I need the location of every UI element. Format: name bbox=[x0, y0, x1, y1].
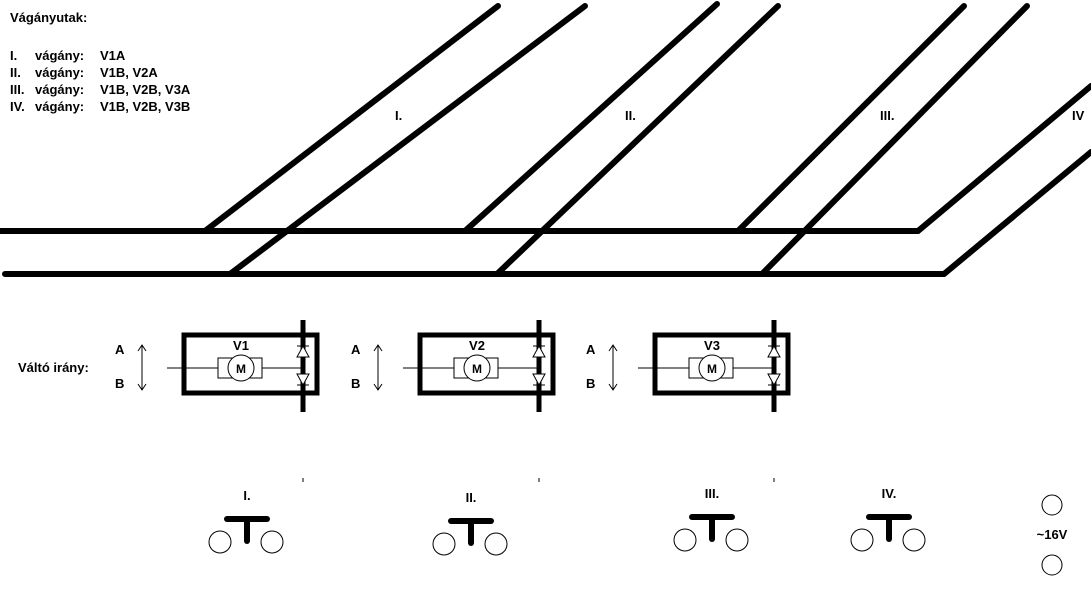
diode-icon bbox=[767, 344, 781, 387]
double-arrow-icon bbox=[373, 344, 383, 391]
legend-switches: V1B, V2B, V3B bbox=[100, 99, 190, 114]
switch-box bbox=[181, 332, 320, 396]
switch-name: V3 bbox=[704, 338, 720, 353]
track-iii-rail-1 bbox=[735, 3, 967, 234]
track-label-iv: IV bbox=[1072, 108, 1085, 123]
legend-word: vágány: bbox=[35, 82, 84, 97]
direction-b-label: B bbox=[351, 376, 360, 391]
legend-num: II. bbox=[10, 65, 21, 80]
legend-switches: V1A bbox=[100, 48, 126, 63]
switch-box bbox=[652, 332, 791, 396]
motor-label: M bbox=[472, 362, 482, 376]
double-arrow-icon bbox=[608, 344, 618, 391]
legend-num: III. bbox=[10, 82, 24, 97]
terminal-icon bbox=[1041, 494, 1063, 516]
motor-label: M bbox=[236, 362, 246, 376]
legend-num: I. bbox=[10, 48, 17, 63]
track-i-rail-1 bbox=[202, 3, 501, 234]
terminal-icon bbox=[725, 528, 749, 552]
terminal-icon bbox=[673, 528, 697, 552]
switch-name: V1 bbox=[233, 338, 249, 353]
track-label-ii: II. bbox=[625, 108, 636, 123]
diode-icon bbox=[296, 344, 310, 387]
button-label: II. bbox=[466, 490, 477, 505]
button-label: III. bbox=[705, 486, 719, 501]
terminal-icon bbox=[260, 530, 284, 554]
motor-icon: M bbox=[688, 354, 734, 382]
switch-name: V2 bbox=[469, 338, 485, 353]
motor-label: M bbox=[707, 362, 717, 376]
terminal-icon bbox=[484, 532, 508, 556]
legend-num: IV. bbox=[10, 99, 25, 114]
power-supply: ~16V bbox=[1037, 494, 1068, 576]
track-layout: I. II. III. IV bbox=[0, 1, 1091, 277]
direction-label: Váltó irány: bbox=[18, 360, 89, 375]
track-ii-rail-1 bbox=[462, 1, 720, 234]
main-track-upper bbox=[0, 83, 1091, 234]
button-label: IV. bbox=[882, 486, 897, 501]
push-button-iii[interactable]: III. bbox=[673, 486, 749, 552]
push-button-ii[interactable]: II. bbox=[432, 490, 508, 556]
push-button-i[interactable]: I. bbox=[208, 488, 284, 554]
track-i-rail-2 bbox=[227, 3, 588, 277]
direction-b-label: B bbox=[586, 376, 595, 391]
track-iii-rail-2 bbox=[759, 3, 1030, 277]
legend-word: vágány: bbox=[35, 99, 84, 114]
button-label: I. bbox=[243, 488, 250, 503]
diode-icon bbox=[532, 344, 546, 387]
terminal-icon bbox=[208, 530, 232, 554]
push-button-iv[interactable]: IV. bbox=[850, 486, 926, 552]
legend-title: Vágányutak: bbox=[10, 10, 87, 25]
legend-switches: V1B, V2A bbox=[100, 65, 158, 80]
power-label: ~16V bbox=[1037, 527, 1068, 542]
track-label-i: I. bbox=[395, 108, 402, 123]
direction-a-label: A bbox=[351, 342, 361, 357]
motor-icon: M bbox=[453, 354, 499, 382]
switch-box bbox=[417, 332, 556, 396]
double-arrow-icon bbox=[137, 344, 147, 391]
track-label-iii: III. bbox=[880, 108, 894, 123]
legend: Vágányutak: I. vágány: V1A II. vágány: V… bbox=[10, 10, 191, 114]
legend-word: vágány: bbox=[35, 65, 84, 80]
switch-v3: A B V3 M bbox=[586, 320, 791, 482]
switch-v2: A B V2 M bbox=[351, 320, 556, 482]
switch-v1: A B V1 M bbox=[115, 320, 320, 482]
main-track-lower bbox=[2, 149, 1091, 277]
motor-icon: M bbox=[217, 354, 263, 382]
terminal-icon bbox=[850, 528, 874, 552]
direction-b-label: B bbox=[115, 376, 124, 391]
legend-word: vágány: bbox=[35, 48, 84, 63]
direction-a-label: A bbox=[586, 342, 596, 357]
terminal-icon bbox=[1041, 554, 1063, 576]
legend-switches: V1B, V2B, V3A bbox=[100, 82, 191, 97]
terminal-icon bbox=[902, 528, 926, 552]
direction-a-label: A bbox=[115, 342, 125, 357]
terminal-icon bbox=[432, 532, 456, 556]
track-ii-rail-2 bbox=[494, 3, 781, 277]
